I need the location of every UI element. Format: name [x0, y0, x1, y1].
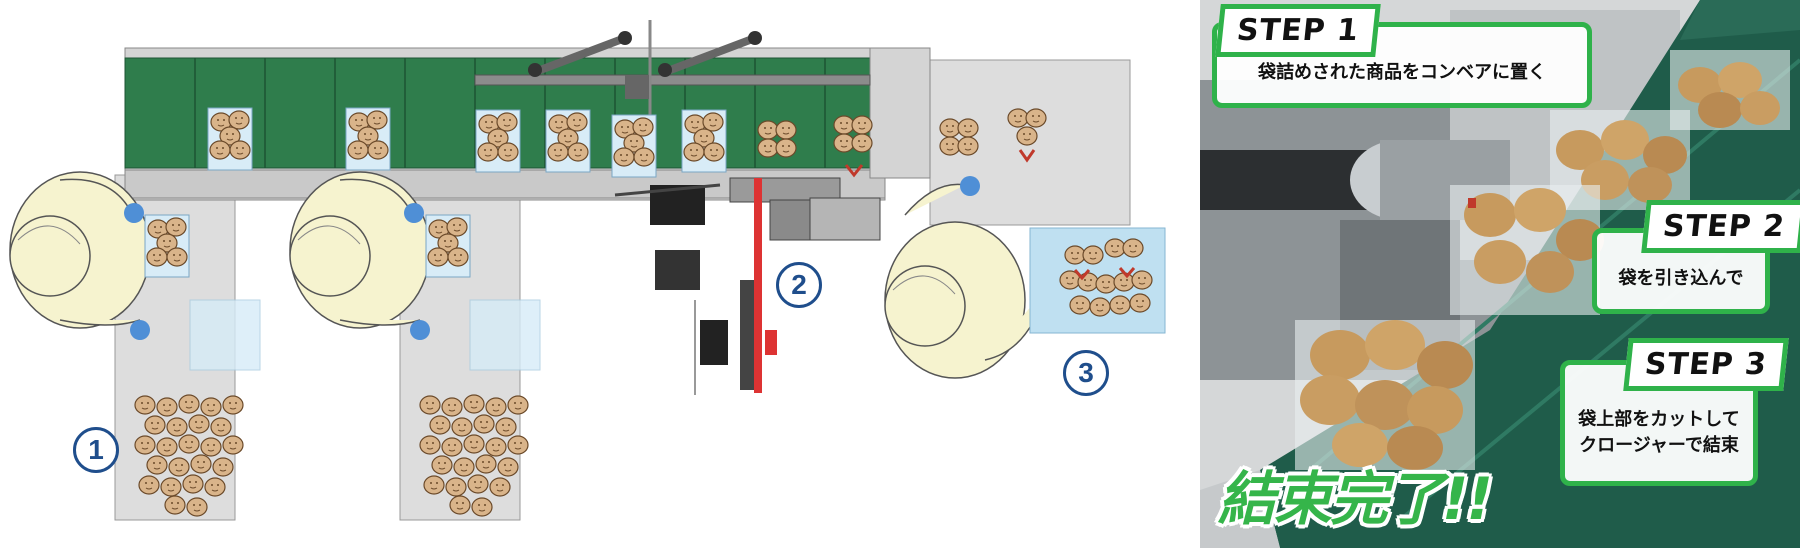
- step3-tag: STEP 3: [1623, 338, 1789, 391]
- photo-bag-top: [1670, 50, 1790, 130]
- photo-bag-clipping: [1450, 185, 1604, 315]
- empty-bags-stack-2: [469, 299, 541, 371]
- bag-being-packed-2: [426, 215, 470, 277]
- step2-text: 袋を引き込んで: [1618, 268, 1744, 289]
- bag-on-conveyor: [346, 108, 390, 170]
- bag-on-conveyor: [612, 115, 656, 177]
- conveyor-end: [869, 47, 931, 179]
- step3-text-line1: 袋上部をカットして: [1578, 409, 1740, 430]
- worker-1: [9, 171, 151, 329]
- step1-text: 袋詰めされた商品をコンベアに置く: [1258, 62, 1546, 83]
- step-marker-1: 1: [73, 427, 119, 473]
- bag-in-clipper: [833, 115, 873, 178]
- bag-on-conveyor: [546, 110, 590, 172]
- worker-2: [289, 171, 431, 329]
- step-marker-3: 3: [1063, 350, 1109, 396]
- binding-complete-banner: 結束完了!!: [1218, 465, 1493, 533]
- packing-line-diagram: 1 2 3: [9, 20, 1166, 521]
- worker-3: [884, 221, 1026, 379]
- step2-tag: STEP 2: [1641, 200, 1800, 253]
- bag-on-conveyor: [682, 110, 726, 172]
- bag-on-conveyor: [476, 110, 520, 172]
- step-marker-2: 2: [776, 262, 822, 308]
- bag-on-conveyor: [208, 108, 252, 170]
- clipper-red-column: [754, 178, 762, 393]
- photo-bag-front: [1295, 320, 1475, 470]
- step3-text-line2: クロージャーで結束: [1579, 435, 1739, 456]
- empty-bags-stack-1: [189, 299, 261, 371]
- packing-line-illustration: [9, 20, 1166, 521]
- step1-tag: STEP 1: [1215, 4, 1381, 57]
- bag-finished: [939, 108, 1047, 163]
- bag-being-packed-1: [145, 215, 189, 277]
